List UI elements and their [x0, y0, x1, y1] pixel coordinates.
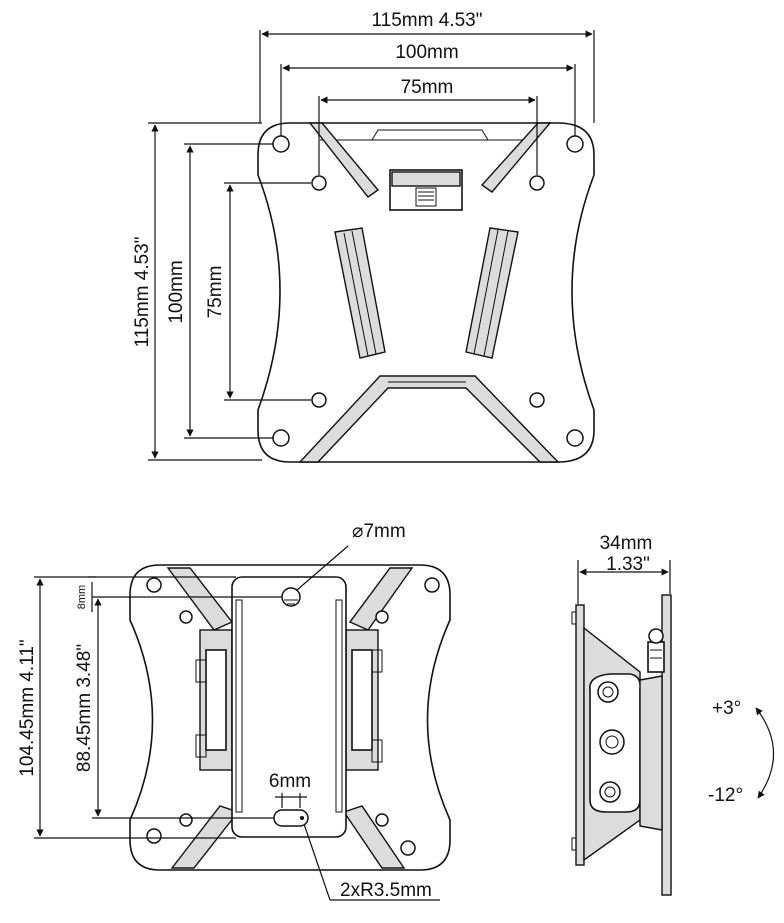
- front-hole-br-75: [529, 392, 545, 408]
- front-slot-left: [334, 227, 386, 359]
- rear-view: [34, 545, 451, 901]
- front-height-overall-label: 115mm 4.53": [132, 237, 153, 348]
- rear-slot-radius-label: 2xR3.5mm: [340, 880, 432, 901]
- rear-hole-offset-label: 8mm: [76, 585, 88, 609]
- front-width-overall-label: 115mm 4.53": [372, 10, 483, 31]
- rear-hole-bl: [146, 828, 162, 844]
- rear-height-overall-label: 104.45mm 4.11": [17, 639, 38, 776]
- front-hole-bl-75: [311, 392, 327, 408]
- side-knob: [647, 641, 665, 673]
- side-depth-mm-label: 34mm: [600, 533, 653, 554]
- side-wall-plate: [575, 604, 585, 866]
- front-height-mid-label: 100mm: [166, 260, 187, 323]
- side-tilt-up-label: +3°: [712, 698, 741, 719]
- rear-hole-ml: [179, 610, 193, 624]
- rear-slot-width-label: 6mm: [269, 771, 311, 792]
- front-bottom-rib: [298, 375, 560, 463]
- front-rib-top-right: [480, 122, 552, 193]
- front-hole-tr-75: [529, 175, 545, 191]
- rear-hole-tl: [146, 577, 162, 593]
- front-hole-tr-100: [566, 135, 584, 153]
- front-rib-top-left: [308, 122, 380, 198]
- front-view: 115mm 4.53" 100mm 75mm 115mm 4.53" 100mm…: [132, 10, 595, 463]
- side-tilt-arc: [755, 707, 775, 799]
- rear-hole-br: [400, 840, 416, 856]
- rear-hole-diameter-label: ⌀7mm: [352, 521, 406, 542]
- rear-height-inner-label: 88.45mm 3.48": [74, 644, 95, 772]
- rear-hole-ml2: [179, 813, 193, 827]
- front-slot-right: [465, 227, 519, 359]
- front-height-inner-label: 75mm: [205, 266, 226, 319]
- front-hole-bl-100: [272, 429, 290, 447]
- front-dim-width: [259, 30, 595, 175]
- front-top-tab: [371, 129, 489, 141]
- front-hole-br-100: [566, 429, 584, 447]
- side-tilt-down-label: -12°: [708, 785, 743, 806]
- side-vesa-plate: [661, 594, 672, 896]
- front-dim-height: [148, 122, 311, 461]
- front-hole-tl-75: [311, 175, 327, 191]
- side-view: [571, 560, 775, 896]
- front-width-mid-label: 100mm: [395, 42, 458, 63]
- front-width-inner-label: 75mm: [401, 77, 454, 98]
- rear-hole-mr: [375, 610, 389, 624]
- rear-hole-mr2: [375, 813, 389, 827]
- side-depth-in-label: 1.33": [606, 554, 650, 575]
- rear-rib-bottom-right: [342, 805, 406, 869]
- rear-center-plate: [231, 576, 347, 838]
- rear-top-hole: [281, 587, 301, 607]
- rear-hole-tr: [424, 577, 440, 593]
- front-hole-tl-100: [272, 135, 290, 153]
